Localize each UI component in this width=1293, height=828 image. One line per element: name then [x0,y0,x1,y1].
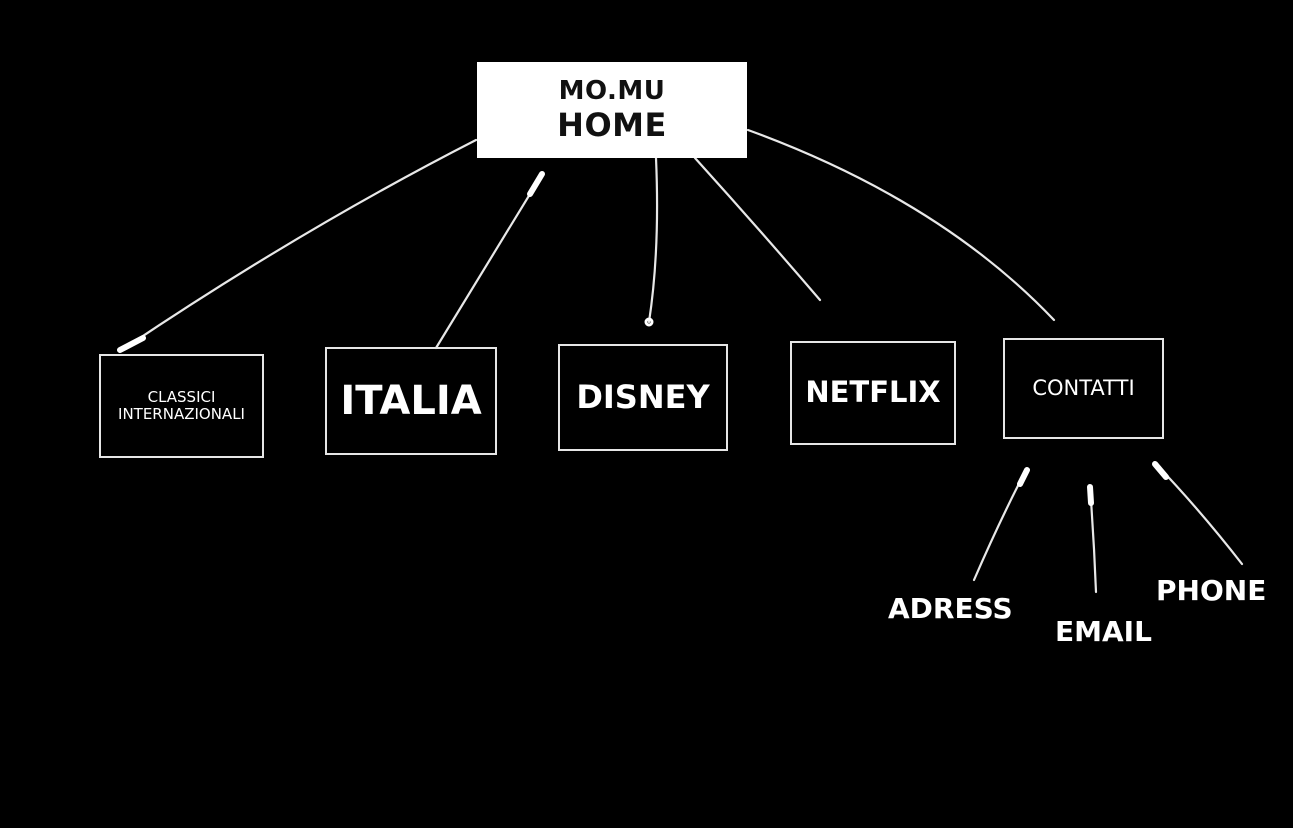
section-node-netflix-label: NETFLIX [805,375,941,410]
section-node-disney-label: DISNEY [576,378,710,417]
section-node-disney[interactable]: DISNEY [558,344,728,451]
section-node-classici-line1: CLASSICI [147,387,216,406]
connector-end-classici [117,335,146,353]
section-node-classici-line2: INTERNAZIONALI [118,405,245,423]
connector-home-disney [647,156,659,324]
contact-leaf-email[interactable]: EMAIL [1055,615,1152,648]
connector-home-italia [434,174,543,350]
section-node-italia-label: ITALIA [340,378,482,424]
section-node-classici-internazionali[interactable]: CLASSICI INTERNAZIONALI [99,354,264,458]
home-node-title: MO.MU [558,76,666,106]
home-node[interactable]: MO.MU HOME [477,62,747,158]
connector-end-phone [1152,461,1169,480]
section-node-netflix[interactable]: NETFLIX [790,341,956,445]
contact-leaf-phone[interactable]: PHONE [1156,574,1267,607]
connector-end-email [1087,484,1094,506]
contact-leaf-adress[interactable]: ADRESS [888,592,1013,625]
section-node-contatti[interactable]: CONTATTI [1003,338,1164,439]
connector-contatti-phone [1154,462,1244,566]
connector-contatti-adress [972,468,1028,582]
connector-home-classici [120,138,478,352]
section-node-italia[interactable]: ITALIA [325,347,497,455]
connector-end-adress [1017,467,1030,487]
home-node-subtitle: HOME [557,106,667,144]
connector-home-contatti [746,128,1056,322]
connector-end-italia [527,171,545,197]
connector-end-disney [644,317,654,327]
section-node-contatti-label: CONTATTI [1032,376,1135,401]
connector-home-netflix [693,156,822,302]
